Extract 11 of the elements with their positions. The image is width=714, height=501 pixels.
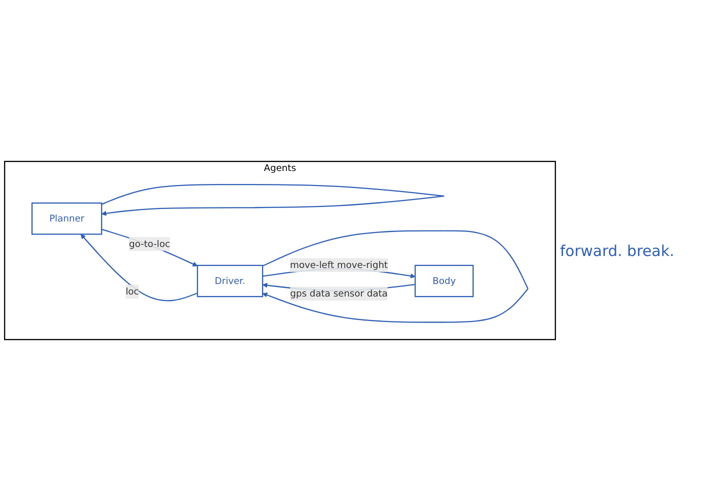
arrow <box>101 228 198 266</box>
note-text: forward. break. <box>560 242 676 260</box>
edge-label: move-left move-right <box>290 259 388 270</box>
edge-label: loc <box>126 286 139 297</box>
node-box: Planner <box>31 202 102 235</box>
node-box: Body <box>414 264 474 298</box>
node-box: Driver. <box>196 264 264 298</box>
edge-label: go-to-loc <box>129 238 170 250</box>
arrow <box>80 234 198 302</box>
edge-label: gps data sensor data <box>290 288 388 299</box>
arrow <box>101 184 444 216</box>
